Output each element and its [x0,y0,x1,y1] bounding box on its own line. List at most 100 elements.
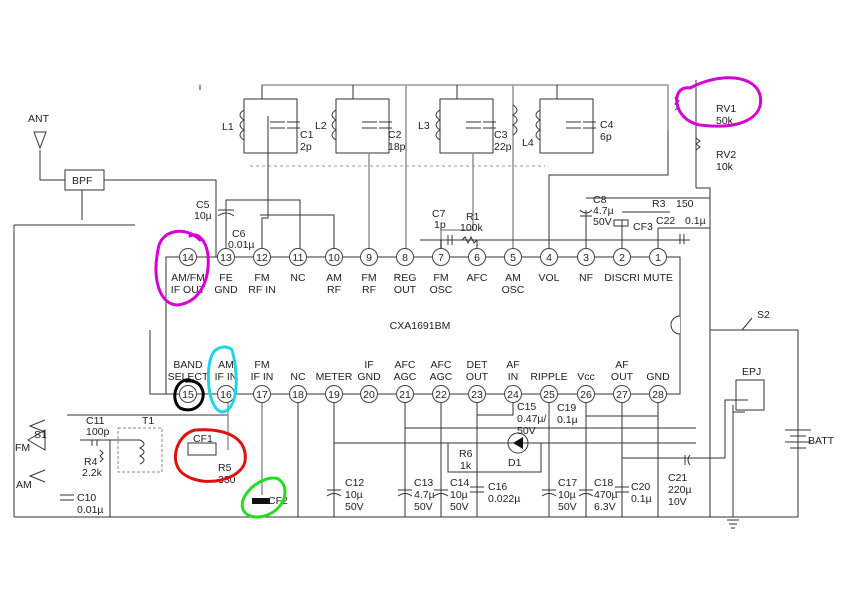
label-c14-voltage: 50V [450,501,469,513]
ic-pin-label: RF IN [248,284,275,296]
ic-pin-number: 4 [546,252,552,264]
ic-pin-number: 10 [328,252,340,264]
ic-pin-label: FE [219,272,232,284]
label-c8-voltage: 50V [593,216,612,228]
label-c20: C20 [631,481,650,493]
ic-pin-number: 26 [580,389,592,401]
label-c7: C7 [432,208,446,220]
inductor-l3-icon [435,109,441,141]
label-r5: R5 [218,462,232,474]
annotation-circle-rv1 [675,76,763,128]
ic-pin-26 [577,385,595,403]
label-c10-value: 0.01µ [77,504,104,516]
label-cf3: CF3 [633,221,653,233]
label-c16-value: 0.022µ [488,493,520,505]
ic-pin-number: 23 [471,389,483,401]
battery-icon [785,429,811,449]
ic-pin-label: AM [505,272,521,284]
cap-c22-icon [679,234,685,244]
label-c4-value: 6p [600,131,612,143]
label-r6: R6 [459,448,473,460]
label-c21: C21 [668,472,687,484]
ic-pin-number: 11 [293,252,304,264]
label-r3-value: 150 [676,198,694,210]
transformer-t1-box [117,427,163,473]
label-c5-value: 10µ [194,210,212,222]
cap-c16-icon [470,486,484,493]
ic-pin-label: AF [506,359,519,371]
annotation-circle-pin15 [173,378,205,412]
ic-pin-number: 16 [220,389,232,401]
ic-pin-label: AFC [395,359,416,371]
annotation-circle-cf1 [174,428,247,483]
label-c17: C17 [558,477,577,489]
label-c10: C10 [77,492,96,504]
ic-pin-7 [432,248,450,266]
ic-pin-number: 18 [292,389,304,401]
label-c13: C13 [414,477,433,489]
ic-pin-13 [217,248,235,266]
label-c4: C4 [600,119,614,131]
label-rv1: RV1 [716,103,736,115]
ic-pin-9 [360,248,378,266]
label-c18: C18 [594,477,613,489]
label-c11-value: 100p [86,426,110,438]
ic-pin-number: 13 [220,252,232,264]
ic-pin-label: AM/FM [171,272,205,284]
wiring [13,80,799,518]
ic-pin-label: IN [508,371,519,383]
ic-pin-24 [504,385,522,403]
label-c1-value: 2p [300,141,312,153]
ic-pin-1 [649,248,667,266]
ic-pin-number: 12 [256,252,268,264]
led-d1-icon [507,432,529,454]
label-c1: C1 [300,129,314,141]
label-ant: ANT [28,113,50,125]
ic-pin-label: GND [214,284,238,296]
label-c17-value: 10µ [558,489,576,501]
label-c21-voltage: 10V [668,496,687,508]
label-l2: L2 [315,120,327,132]
ic-pin-8 [396,248,414,266]
ceramic-filter-cf1-icon [187,442,217,456]
label-fm: FM [15,442,30,454]
ic-pin-number: 9 [366,252,372,264]
label-l4: L4 [522,137,534,149]
ic-pin-label: FM [361,272,376,284]
cap-c13-icon [397,489,413,497]
label-c3: C3 [494,129,508,141]
label-rv2-value: 10k [716,161,734,173]
ic-pin-label: AM [218,359,234,371]
ic-pin-number: 6 [474,252,480,264]
label-c5: C5 [196,199,210,211]
switch-s1-icon [27,419,46,483]
earphone-jack-icon [735,379,765,411]
ic-pin-19 [325,385,343,403]
ic-pin-label: AGC [394,371,417,383]
ceramic-filter-cf2-icon [252,498,270,504]
ic-pin-5 [504,248,522,266]
ic-pin-28 [649,385,667,403]
ic-pin-22 [432,385,450,403]
ic-pin-20 [360,385,378,403]
ic-pin-label: OUT [466,371,489,383]
label-c19: C19 [557,402,576,414]
ic-pin-number: 3 [583,252,589,264]
ic-pin-label: IF IN [215,371,238,383]
ic-pin-label: METER [316,371,353,383]
ic-pin-number: 24 [507,389,519,401]
label-r4-value: 2.2k [82,467,103,479]
ic-pin-label: AM [326,272,342,284]
cap-c12-icon [326,489,342,497]
label-c8: C8 [593,194,607,206]
label-r6-value: 1k [460,460,472,472]
ic-pin-number: 14 [182,252,194,264]
label-l3: L3 [418,120,430,132]
ic-pin-label: GND [357,371,381,383]
label-c12: C12 [345,477,364,489]
ic-pin-4 [540,248,558,266]
ic-pin-21 [396,385,414,403]
ic-pin-label: AGC [430,371,453,383]
